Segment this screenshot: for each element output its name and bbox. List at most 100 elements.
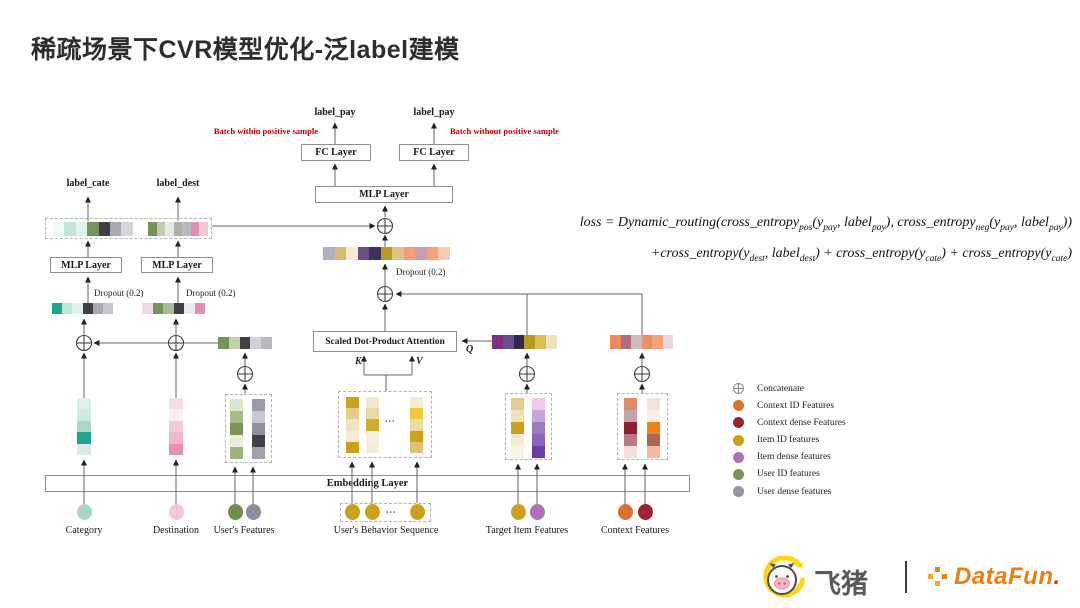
legend-item-1: Context dense Features: [733, 417, 846, 429]
datafun-pixels-icon: [928, 566, 950, 588]
feature-cell: [252, 447, 265, 459]
feature-cell: [98, 222, 110, 236]
context-features-label: Context Features: [600, 525, 670, 536]
label-pay-right: label_pay: [413, 107, 455, 118]
feature-cell: [535, 335, 546, 349]
target-item-features-input-circle: [510, 504, 526, 520]
feature-cell: [511, 398, 524, 410]
formula-text: +cross_entropy(y: [650, 245, 750, 261]
feature-cell: [346, 408, 359, 420]
label-dest: label_dest: [156, 178, 200, 189]
feature-cell: [346, 397, 359, 409]
formula-subscript: pay: [1000, 222, 1014, 233]
context-dense-embedding-strip: [624, 398, 637, 458]
context-features-input-circle: [617, 504, 633, 520]
fliggy-pig-icon: [763, 556, 805, 598]
formula-subscript: pos: [799, 222, 813, 233]
feature-cell: [410, 419, 423, 431]
dropout-label-left: Dropout (0.2): [94, 288, 144, 298]
feature-cell: [87, 222, 99, 236]
feature-cell: [228, 337, 240, 349]
feature-cell: [156, 222, 165, 236]
feature-cell: [426, 247, 438, 260]
feature-cell: [511, 410, 524, 422]
feature-cell: [77, 420, 91, 433]
feature-cell: [610, 335, 621, 349]
behavior-embedding-1-strip: [346, 397, 359, 453]
target-item-features-label: Target Item Features: [485, 525, 569, 536]
logo-divider: [905, 561, 907, 593]
legend-item-3: Item dense features: [733, 451, 846, 463]
feature-cell: [323, 247, 335, 260]
concatenate-icon: [733, 383, 744, 394]
legend-item-2: Item ID features: [733, 434, 846, 446]
feature-cell: [152, 303, 163, 314]
legend-item-0: Context ID Features: [733, 400, 846, 412]
feature-cell: [524, 335, 536, 349]
mlp-layer-box-top: MLP Layer: [315, 186, 453, 203]
concat-node: [376, 285, 394, 303]
legend-label: Context dense Features: [757, 417, 846, 428]
legend-label: Item dense features: [757, 452, 831, 463]
formula-text: , label: [764, 245, 800, 261]
feature-cell: [190, 222, 199, 236]
feature-cell: [357, 247, 369, 260]
users-features-label: User's Features: [213, 525, 275, 536]
formula-subscript: cate: [925, 253, 942, 264]
feature-cell: [624, 434, 637, 446]
category-input-circle: [76, 504, 92, 520]
formula-subscript: cate: [1051, 253, 1068, 264]
formula-subscript: pay: [871, 222, 886, 233]
users-behavior-sequence-label: User's Behavior Sequence: [333, 525, 439, 536]
behavior-embedding-3-strip: [410, 397, 423, 453]
feature-cell: [72, 303, 83, 314]
feature-cell: [366, 397, 379, 409]
formula-text: (y: [812, 215, 824, 230]
legend-color-dot: [733, 417, 744, 429]
user-features-concat-strip: [218, 337, 272, 349]
feature-cell: [624, 446, 637, 458]
feature-cell: [77, 398, 91, 410]
loss-formula-line2: +cross_entropy(ydest, labeldest) + cross…: [580, 241, 1072, 272]
feature-cell: [647, 446, 660, 458]
feature-cell: [230, 399, 243, 411]
feature-cell: [169, 443, 183, 455]
feature-cell: [410, 408, 423, 420]
users-features-input-circle: [245, 504, 261, 520]
concat-nodes: [75, 217, 651, 383]
behavior-strips-ellipsis: ...: [385, 414, 396, 425]
feature-cell: [169, 420, 183, 433]
feature-cell: [75, 222, 88, 236]
feature-cell: [173, 222, 182, 236]
context-concat-strip: [610, 335, 673, 349]
feature-cell: [647, 398, 660, 410]
formula-subscript: dest: [749, 253, 765, 264]
fliggy-logo-text: 飞猪: [814, 569, 868, 599]
feature-cell: [620, 335, 631, 349]
cate-dropout-input-strip: [52, 303, 114, 314]
feature-cell: [250, 337, 262, 349]
page-title: 稀疏场景下CVR模型优化-泛label建模: [31, 36, 460, 64]
legend-item-4: User ID features: [733, 468, 846, 480]
feature-cell: [182, 222, 191, 236]
concat-node: [236, 365, 254, 383]
feature-cell: [199, 222, 208, 236]
legend-label: User ID features: [757, 469, 820, 480]
embedding-layer-box: Embedding Layer: [45, 475, 690, 492]
legend-item-5: User dense features: [733, 486, 846, 498]
legend-color-dot: [733, 400, 744, 412]
feature-cell: [261, 337, 272, 349]
feature-cell: [366, 419, 379, 431]
footer-logos: 飞猪 DataFun.: [760, 556, 1080, 602]
label-cate: label_cate: [66, 178, 110, 189]
feature-cell: [142, 303, 153, 314]
destination-input-circle: [168, 504, 184, 520]
note-batch-without: Batch without positive sample: [450, 126, 559, 136]
feature-cell: [532, 398, 545, 410]
destination-label: Destination: [152, 525, 200, 536]
feature-cell: [366, 408, 379, 420]
feature-cell: [169, 398, 183, 410]
feature-cell: [511, 446, 524, 458]
feature-cell: [239, 337, 251, 349]
